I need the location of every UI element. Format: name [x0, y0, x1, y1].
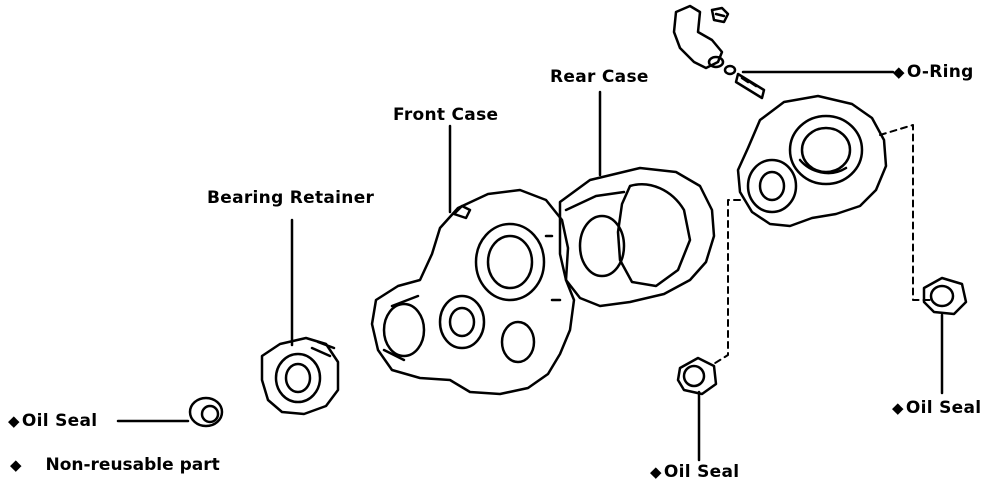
rear-case: [558, 166, 716, 308]
label-oil-seal-right: ◆Oil Seal: [892, 398, 981, 418]
legend-text: Non-reusable part: [45, 455, 220, 475]
speedometer-sleeve: [672, 4, 766, 100]
extension-housing: [736, 94, 888, 228]
dashed-alignment-lines: [711, 124, 931, 366]
label-oil-seal-right-text: Oil Seal: [905, 398, 982, 418]
label-oil-seal-left-text: Oil Seal: [21, 411, 98, 431]
front-case: [370, 188, 576, 396]
non-reusable-marker: ◆: [892, 399, 904, 417]
non-reusable-marker: ◆: [8, 412, 20, 430]
non-reusable-marker: ◆: [893, 63, 905, 81]
leader-lines: [116, 70, 944, 462]
legend-symbol: ◆: [10, 456, 22, 474]
label-o-ring-text: O-Ring: [906, 62, 974, 82]
non-reusable-marker: ◆: [650, 463, 662, 481]
label-oil-seal-bottom-text: Oil Seal: [663, 462, 740, 482]
label-rear-case: Rear Case: [550, 67, 649, 87]
oil-seal-left: [188, 396, 224, 428]
label-oil-seal-bottom: ◆Oil Seal: [650, 462, 739, 482]
label-front-case: Front Case: [393, 105, 499, 125]
oil-seal-bottom: [676, 356, 718, 396]
bearing-retainer: [260, 336, 340, 416]
label-bearing-retainer: Bearing Retainer: [207, 188, 375, 208]
label-o-ring: ◆O-Ring: [893, 62, 974, 82]
label-oil-seal-left: ◆Oil Seal: [8, 411, 97, 431]
legend: ◆ Non-reusable part: [10, 455, 220, 475]
oil-seal-right: [922, 276, 968, 316]
